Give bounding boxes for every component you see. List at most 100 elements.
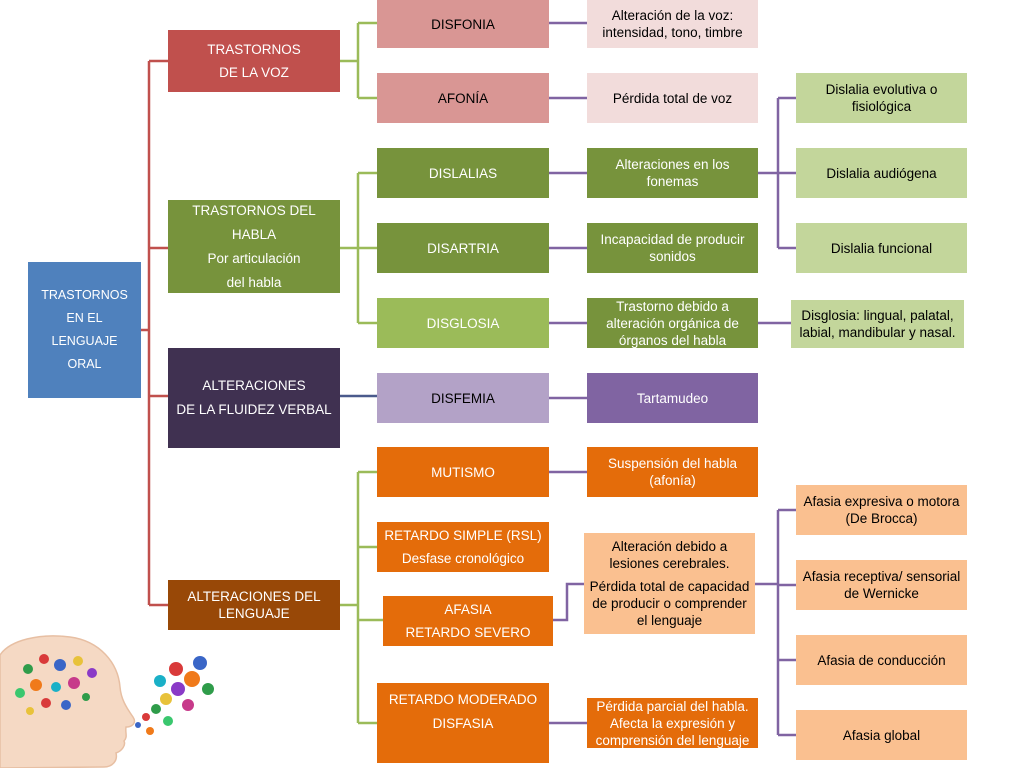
description-line: Incapacidad de producir	[600, 232, 745, 247]
category-line: Por articulación	[207, 250, 301, 266]
connector-afasia-description	[553, 582, 584, 622]
subtype-line: Afasia receptiva/ sensorial	[802, 569, 961, 584]
subtype-afasia-conduccion: Afasia de conducción	[796, 635, 967, 685]
root-line: LENGUAJE	[51, 334, 118, 348]
letter-dot	[51, 682, 61, 692]
description-line: Alteraciones en los	[615, 157, 730, 172]
subtype-line: Dislalia audiógena	[826, 165, 937, 181]
subtype-line: Afasia de conducción	[817, 652, 946, 668]
subtype-line: fisiológica	[851, 99, 912, 114]
category-line: LENGUAJE	[218, 606, 290, 621]
letter-dot	[23, 664, 33, 674]
letter-dot	[41, 698, 51, 708]
disorder-label: RETARDO SEVERO	[405, 625, 531, 640]
disorder-label: DISFASIA	[432, 716, 494, 731]
subtype-afasia-receptiva: Afasia receptiva/ sensorial de Wernicke	[796, 560, 967, 610]
disorder-label: RETARDO MODERADO	[388, 692, 538, 707]
description-line: (afonía)	[649, 473, 696, 488]
description-line: sonidos	[649, 249, 696, 264]
connector-dislalias-subtypes	[758, 96, 796, 250]
description-disfemia: Tartamudeo	[587, 373, 758, 423]
disorder-mutismo: MUTISMO	[377, 447, 549, 497]
speech-dot	[182, 699, 194, 711]
subtype-line: (De Brocca)	[845, 511, 918, 526]
connector-lenguaje	[340, 470, 383, 725]
disorder-label: RETARDO SIMPLE (RSL)	[384, 528, 542, 543]
description-line: el lenguaje	[636, 613, 703, 628]
disorder-label: Desfase cronológico	[401, 551, 525, 566]
category-line: DE LA VOZ	[219, 65, 289, 80]
description-line: alteración orgánica de	[606, 315, 739, 331]
description-line: Pérdida total de capacidad	[589, 579, 750, 594]
disorder-label: DISFONIA	[431, 16, 495, 32]
description-line: Pérdida parcial del habla.	[596, 698, 749, 714]
category-line: ALTERACIONES	[202, 378, 306, 393]
letter-dot	[54, 659, 66, 671]
disorder-disfonia: DISFONIA	[377, 0, 549, 48]
description-afonia: Pérdida total de voz	[587, 73, 758, 123]
connector-habla	[340, 171, 377, 325]
disorder-label: DISGLOSIA	[426, 315, 500, 331]
description-mutismo: Suspensión del habla (afonía)	[587, 447, 758, 497]
letter-dot	[68, 677, 80, 689]
disorder-dislalias: DISLALIAS	[377, 148, 549, 198]
category-trastornos-voz: TRASTORNOS DE LA VOZ	[168, 30, 340, 92]
speech-dot	[202, 683, 214, 695]
speech-dot	[163, 716, 173, 726]
connector-disorder-description	[549, 21, 587, 725]
description-line: Pérdida total de voz	[612, 90, 733, 106]
speech-dot	[154, 675, 166, 687]
letter-dot	[39, 654, 49, 664]
letter-dot	[30, 679, 42, 691]
disorder-label: DISLALIAS	[428, 165, 498, 181]
subtype-afasia-global: Afasia global	[796, 710, 967, 760]
disorder-disfemia: DISFEMIA	[377, 373, 549, 423]
description-line: Afecta la expresión y	[609, 715, 736, 731]
speech-dot	[160, 693, 172, 705]
root-node: TRASTORNOS EN EL LENGUAJE ORAL	[28, 262, 141, 398]
root-line: EN EL	[66, 311, 103, 325]
description-line: de producir o comprender	[592, 596, 747, 611]
subtype-line: Dislalia evolutiva o	[825, 82, 938, 97]
description-line: órganos del habla	[618, 332, 727, 348]
category-alteraciones-lenguaje: ALTERACIONES DEL LENGUAJE	[168, 580, 340, 630]
disorder-afonia: AFONÍA	[377, 73, 549, 123]
speech-dot	[135, 722, 141, 728]
head-speech-illustration	[0, 635, 214, 768]
disorder-label: AFASIA	[444, 602, 492, 617]
subtype-line: labial, mandibular y nasal.	[799, 325, 956, 340]
connector-root-categories	[141, 59, 168, 607]
speech-dot	[142, 713, 150, 721]
letter-dot	[87, 668, 97, 678]
disorder-label: DISFEMIA	[431, 390, 495, 406]
category-fluidez-verbal: ALTERACIONES DE LA FLUIDEZ VERBAL	[168, 348, 340, 448]
subtype-line: Afasia global	[842, 727, 921, 743]
subtype-dislalia-audiogena: Dislalia audiógena	[796, 148, 967, 198]
subtype-afasia-expresiva: Afasia expresiva o motora (De Brocca)	[796, 485, 967, 535]
letter-dot	[61, 700, 71, 710]
disorder-retardo-moderado: RETARDO MODERADO DISFASIA	[377, 683, 549, 763]
speech-dot	[146, 727, 154, 735]
description-afasia: Alteración debido a lesiones cerebrales.…	[584, 533, 755, 634]
description-line: lesiones cerebrales.	[609, 556, 730, 571]
disorder-label: AFONÍA	[437, 90, 489, 106]
category-line: ALTERACIONES DEL	[187, 589, 321, 604]
subtype-line: Disglosia: lingual, palatal,	[801, 308, 954, 323]
speech-dot	[169, 662, 183, 676]
description-line: Trastorno debido a	[616, 298, 729, 314]
speech-dot	[171, 682, 185, 696]
description-line: intensidad, tono, timbre	[602, 25, 743, 40]
letter-dot	[26, 707, 34, 715]
subtype-dislalia-funcional: Dislalia funcional	[796, 223, 967, 273]
subtype-line: Dislalia funcional	[830, 240, 933, 256]
root-line: TRASTORNOS	[41, 288, 128, 302]
category-line: TRASTORNOS	[207, 42, 301, 57]
category-trastornos-habla: TRASTORNOS DEL HABLA Por articulación de…	[168, 200, 340, 293]
description-disfonia: Alteración de la voz: intensidad, tono, …	[587, 0, 758, 48]
connector-afasia-subtypes	[755, 508, 796, 737]
disorder-retardo-simple: RETARDO SIMPLE (RSL) Desfase cronológico	[377, 522, 549, 572]
letter-dot	[73, 656, 83, 666]
category-line: del habla	[226, 274, 282, 290]
description-dislalias: Alteraciones en los fonemas	[587, 148, 758, 198]
